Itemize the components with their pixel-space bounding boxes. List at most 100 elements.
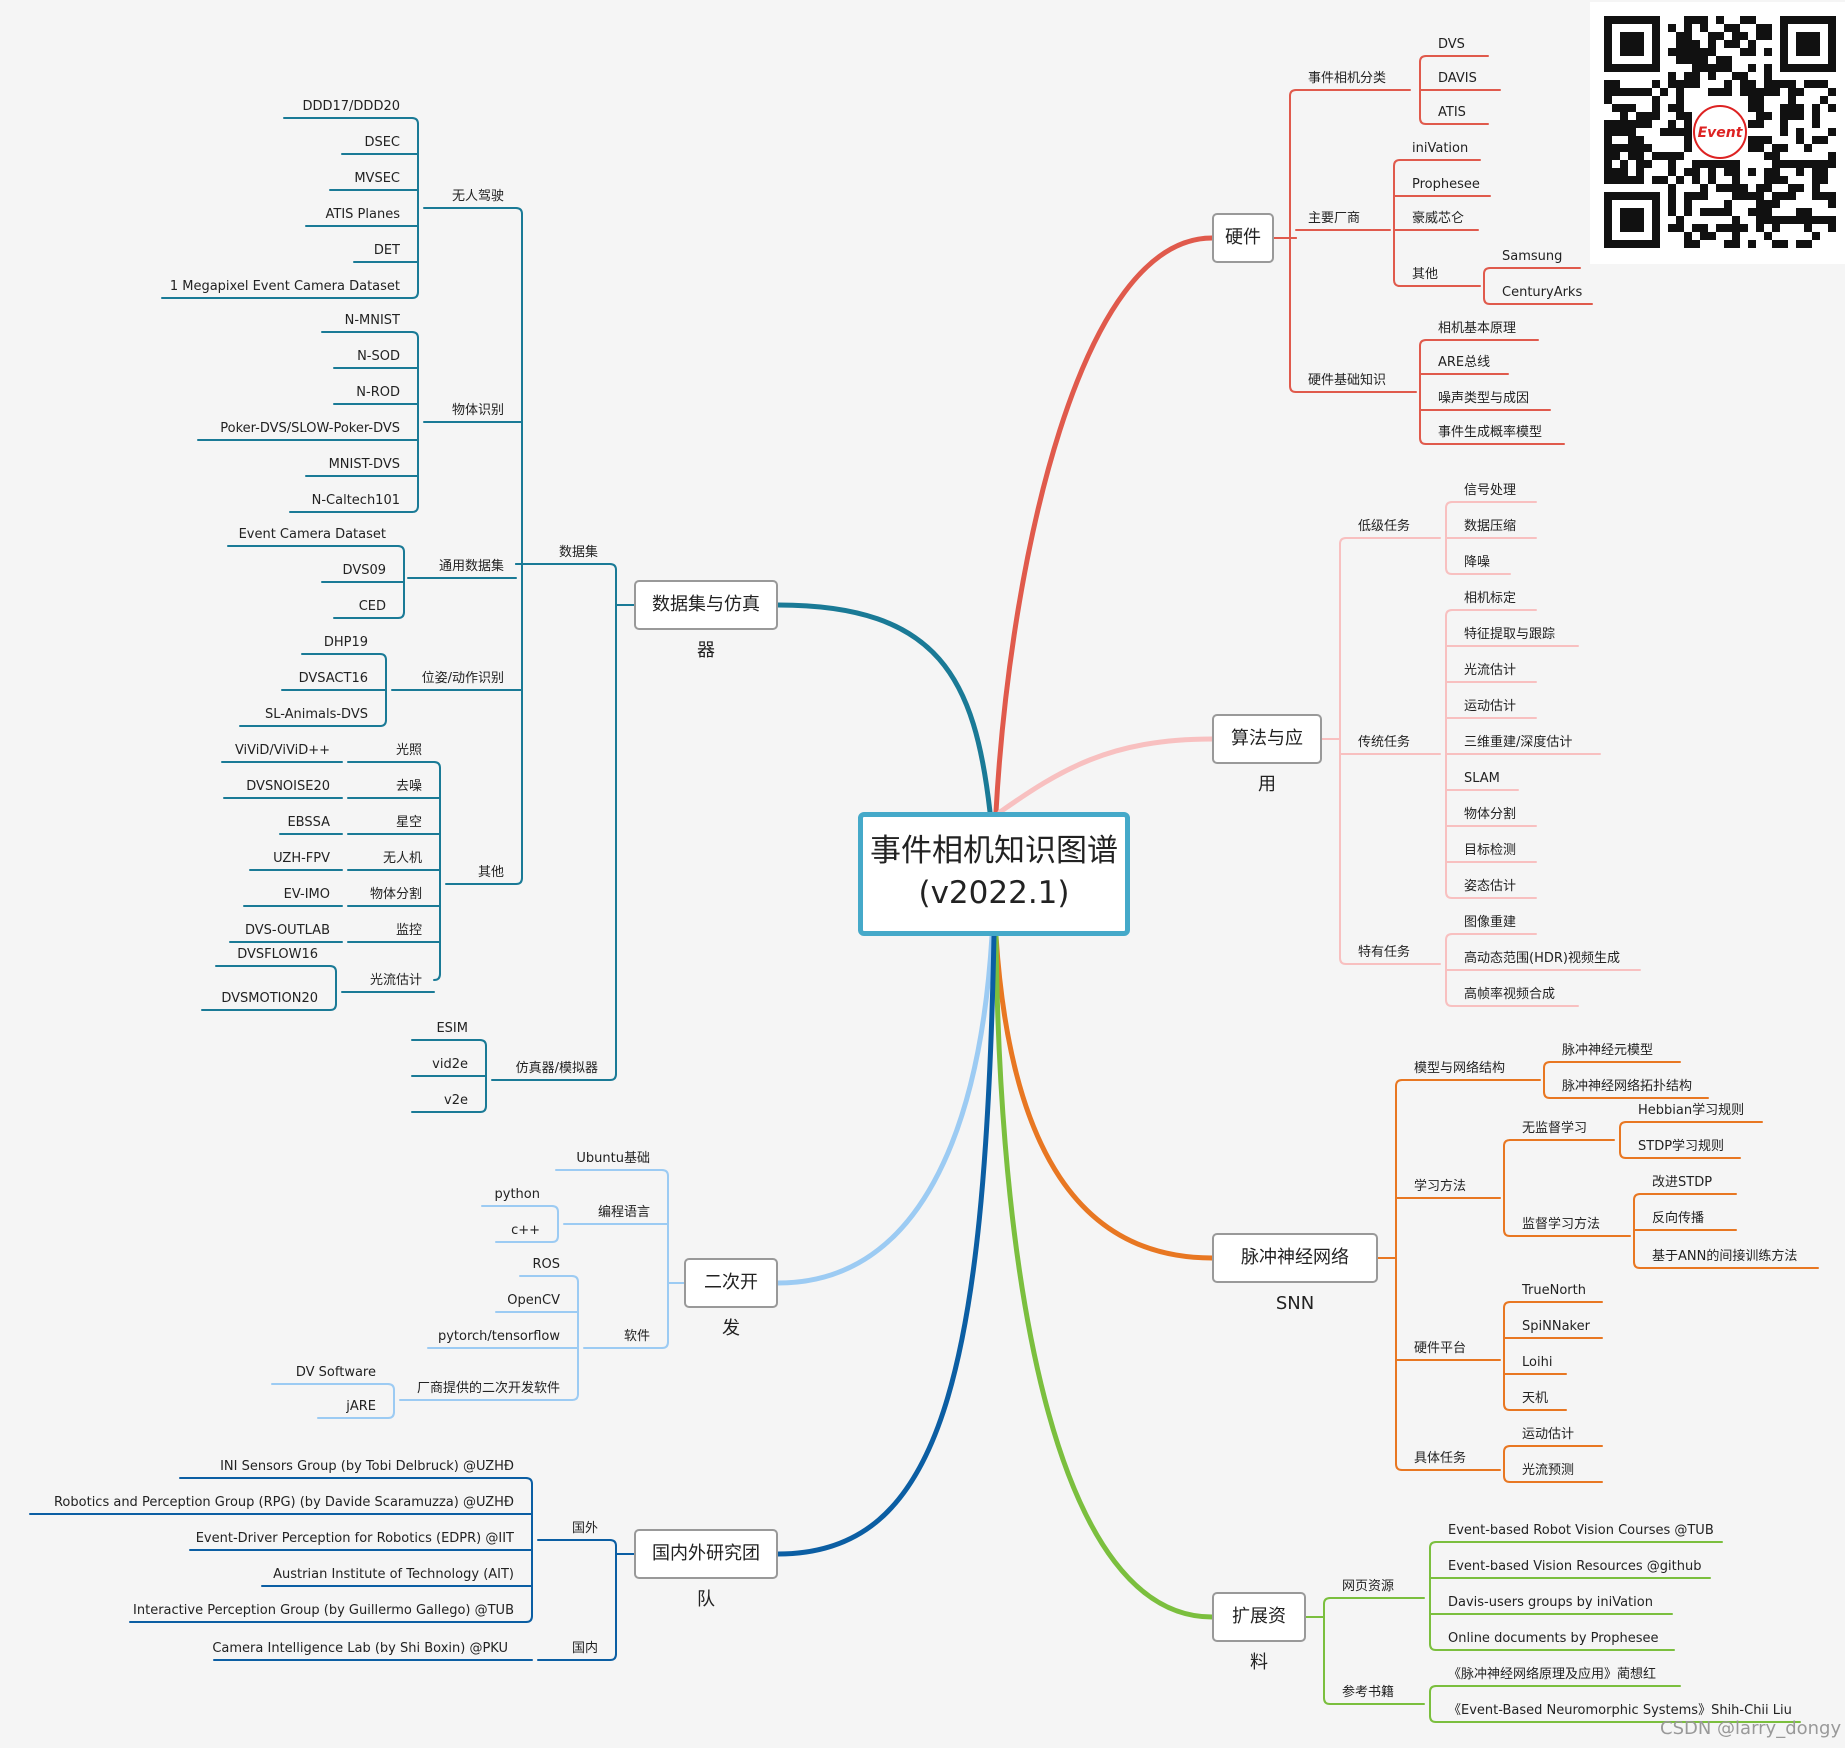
- topic-al-calib[interactable]: 相机标定: [1464, 591, 1516, 606]
- topic-snn-hw[interactable]: 硬件平台: [1414, 1341, 1466, 1356]
- topic-snn-topo[interactable]: 脉冲神经网络拓扑结构: [1562, 1078, 1692, 1094]
- topic-ds-auto[interactable]: 无人驾驶: [452, 189, 504, 204]
- topic-hw-davis[interactable]: DAVIS: [1438, 71, 1477, 86]
- topic-dev-sw[interactable]: 软件: [624, 1329, 650, 1344]
- topic-al-signal[interactable]: 信号处理: [1464, 483, 1516, 498]
- topic-ds-general[interactable]: 通用数据集: [439, 558, 504, 574]
- topic-al-slam[interactable]: SLAM: [1464, 771, 1500, 786]
- topic-hw-are[interactable]: ARE总线: [1438, 355, 1490, 370]
- topic-ds-objseg[interactable]: 物体分割: [370, 886, 422, 902]
- topic-res-web[interactable]: 网页资源: [1342, 1579, 1394, 1594]
- topic-ds-slanimals[interactable]: SL-Animals-DVS: [265, 707, 368, 722]
- topic-dev-jare[interactable]: jARE: [345, 1399, 376, 1414]
- topic-al-hfr[interactable]: 高帧率视频合成: [1464, 986, 1555, 1002]
- topic-al-feature[interactable]: 特征提取与跟踪: [1464, 626, 1555, 642]
- topic-ds-drone[interactable]: 无人机: [383, 851, 422, 866]
- topic-snn-unsup[interactable]: 无监督学习: [1522, 1120, 1587, 1136]
- topic-tm-rpg[interactable]: Robotics and Perception Group (RPG) (by …: [54, 1495, 514, 1510]
- topic-ds-mvsec[interactable]: MVSEC: [354, 171, 400, 186]
- topic-al-denoise[interactable]: 降噪: [1464, 555, 1490, 570]
- topic-ds-ebssa[interactable]: EBSSA: [287, 815, 330, 830]
- topic-ds-light[interactable]: 光照: [396, 743, 422, 758]
- topic-al-special[interactable]: 特有任务: [1358, 944, 1410, 960]
- topic-al-seg[interactable]: 物体分割: [1464, 806, 1516, 822]
- topic-ds-vivid[interactable]: ViViD/ViViD++: [235, 743, 330, 758]
- topic-al-3d[interactable]: 三维重建/深度估计: [1464, 734, 1572, 750]
- topic-tm-ipg[interactable]: Interactive Perception Group (by Guiller…: [133, 1603, 514, 1618]
- topic-ds-poker[interactable]: Poker-DVS/SLOW-Poker-DVS: [220, 421, 400, 436]
- topic-ds-others[interactable]: 其他: [478, 865, 504, 880]
- topic-ds-dhp19[interactable]: DHP19: [324, 635, 368, 650]
- topic-ds-dvsact[interactable]: DVSACT16: [299, 671, 368, 686]
- topic-ds-nsod[interactable]: N-SOD: [357, 349, 400, 364]
- topic-ds-uzhfpv[interactable]: UZH-FPV: [273, 851, 330, 866]
- branch-datasets[interactable]: 数据集与仿真器: [634, 580, 778, 661]
- topic-al-hdr[interactable]: 高动态范围(HDR)视频生成: [1464, 950, 1620, 966]
- topic-ds-denoise[interactable]: 去噪: [396, 779, 422, 794]
- topic-snn-learn[interactable]: 学习方法: [1414, 1178, 1466, 1194]
- topic-hw-haowei[interactable]: 豪威芯仑: [1412, 210, 1464, 226]
- topic-ds-dsec[interactable]: DSEC: [364, 135, 400, 150]
- topic-ds-motion20[interactable]: DVSMOTION20: [221, 991, 318, 1006]
- central-topic[interactable]: 事件相机知识图谱 (v2022.1): [858, 812, 1130, 936]
- topic-hw-noise[interactable]: 噪声类型与成因: [1438, 391, 1529, 406]
- topic-hw-inivation[interactable]: iniVation: [1412, 141, 1468, 156]
- topic-ds-esim[interactable]: ESIM: [436, 1021, 468, 1036]
- topic-ds-nrod[interactable]: N-ROD: [356, 385, 400, 400]
- topic-res-docs[interactable]: Online documents by Prophesee: [1448, 1631, 1659, 1646]
- topic-ds-det[interactable]: DET: [374, 243, 400, 258]
- topic-ds-star[interactable]: 星空: [396, 815, 422, 830]
- topic-tm-domestic[interactable]: 国内: [572, 1640, 598, 1656]
- branch-research-teams[interactable]: 国内外研究团队: [634, 1529, 778, 1610]
- topic-res-book1[interactable]: 《脉冲神经网络原理及应用》蔺想红: [1448, 1666, 1656, 1682]
- branch-resources[interactable]: 扩展资料: [1212, 1592, 1306, 1673]
- topic-res-davis[interactable]: Davis-users groups by iniVation: [1448, 1595, 1653, 1610]
- topic-dev-cpp[interactable]: c++: [511, 1223, 540, 1238]
- topic-dev-lang[interactable]: 编程语言: [598, 1205, 650, 1220]
- topic-hw-other[interactable]: 其他: [1412, 267, 1438, 282]
- topic-snn-motion[interactable]: 运动估计: [1522, 1427, 1574, 1442]
- topic-hw-prob[interactable]: 事件生成概率模型: [1438, 424, 1542, 440]
- topic-hw-prophesee[interactable]: Prophesee: [1412, 177, 1480, 192]
- topic-ds-flow16[interactable]: DVSFLOW16: [237, 947, 318, 962]
- topic-dev-python[interactable]: python: [495, 1187, 540, 1202]
- topic-al-pose[interactable]: 姿态估计: [1464, 878, 1516, 894]
- topic-ds-1mp[interactable]: 1 Megapixel Event Camera Dataset: [170, 279, 400, 294]
- topic-ds-v2e[interactable]: v2e: [444, 1093, 468, 1108]
- topic-snn-istdp[interactable]: 改进STDP: [1652, 1175, 1712, 1190]
- topic-res-book2[interactable]: 《Event-Based Neuromorphic Systems》Shih-C…: [1448, 1703, 1792, 1718]
- topic-al-flow[interactable]: 光流估计: [1464, 663, 1516, 678]
- topic-res-courses[interactable]: Event-based Robot Vision Courses @TUB: [1448, 1523, 1714, 1538]
- topic-snn-tianji[interactable]: 天机: [1522, 1391, 1548, 1406]
- topic-ds-ecd[interactable]: Event Camera Dataset: [239, 527, 386, 542]
- topic-al-low[interactable]: 低级任务: [1358, 518, 1410, 534]
- topic-dev-pytorch[interactable]: pytorch/tensorflow: [438, 1329, 560, 1344]
- topic-ds-monitor[interactable]: 监控: [396, 923, 422, 938]
- topic-dev-ubuntu[interactable]: Ubuntu基础: [576, 1151, 650, 1166]
- topic-hw-samsung[interactable]: Samsung: [1502, 249, 1562, 264]
- topic-hw-atis[interactable]: ATIS: [1438, 105, 1466, 120]
- topic-snn-neuron[interactable]: 脉冲神经元模型: [1562, 1043, 1653, 1058]
- topic-hw-principle[interactable]: 相机基本原理: [1438, 321, 1516, 336]
- topic-ds-mnistdvs[interactable]: MNIST-DVS: [329, 457, 400, 472]
- topic-ds-obj[interactable]: 物体识别: [452, 403, 504, 418]
- topic-ds-sim[interactable]: 仿真器/模拟器: [516, 1061, 598, 1076]
- topic-hw-cat[interactable]: 事件相机分类: [1308, 71, 1386, 86]
- topic-ds-atisplanes[interactable]: ATIS Planes: [326, 207, 401, 222]
- branch-snn[interactable]: 脉冲神经网络SNN: [1212, 1233, 1378, 1314]
- topic-snn-model[interactable]: 模型与网络结构: [1414, 1060, 1505, 1076]
- topic-ds-ddd[interactable]: DDD17/DDD20: [302, 99, 400, 114]
- topic-ds-pose[interactable]: 位姿/动作识别: [422, 670, 504, 686]
- topic-tm-ait[interactable]: Austrian Institute of Technology (AIT): [273, 1567, 514, 1582]
- topic-snn-sup[interactable]: 监督学习方法: [1522, 1216, 1600, 1232]
- topic-ds-evimo[interactable]: EV-IMO: [284, 887, 330, 902]
- topic-al-det[interactable]: 目标检测: [1464, 843, 1516, 858]
- topic-snn-task[interactable]: 具体任务: [1414, 1450, 1466, 1466]
- topic-tm-abroad[interactable]: 国外: [572, 1521, 598, 1536]
- topic-dev-dvsw[interactable]: DV Software: [296, 1365, 376, 1380]
- topic-snn-bp[interactable]: 反向传播: [1652, 1210, 1704, 1226]
- branch-hardware[interactable]: 硬件: [1212, 213, 1274, 263]
- topic-res-github[interactable]: Event-based Vision Resources @github: [1448, 1559, 1701, 1574]
- topic-dev-opencv[interactable]: OpenCV: [507, 1293, 560, 1308]
- topic-tm-edpr[interactable]: Event-Driver Perception for Robotics (ED…: [196, 1531, 514, 1546]
